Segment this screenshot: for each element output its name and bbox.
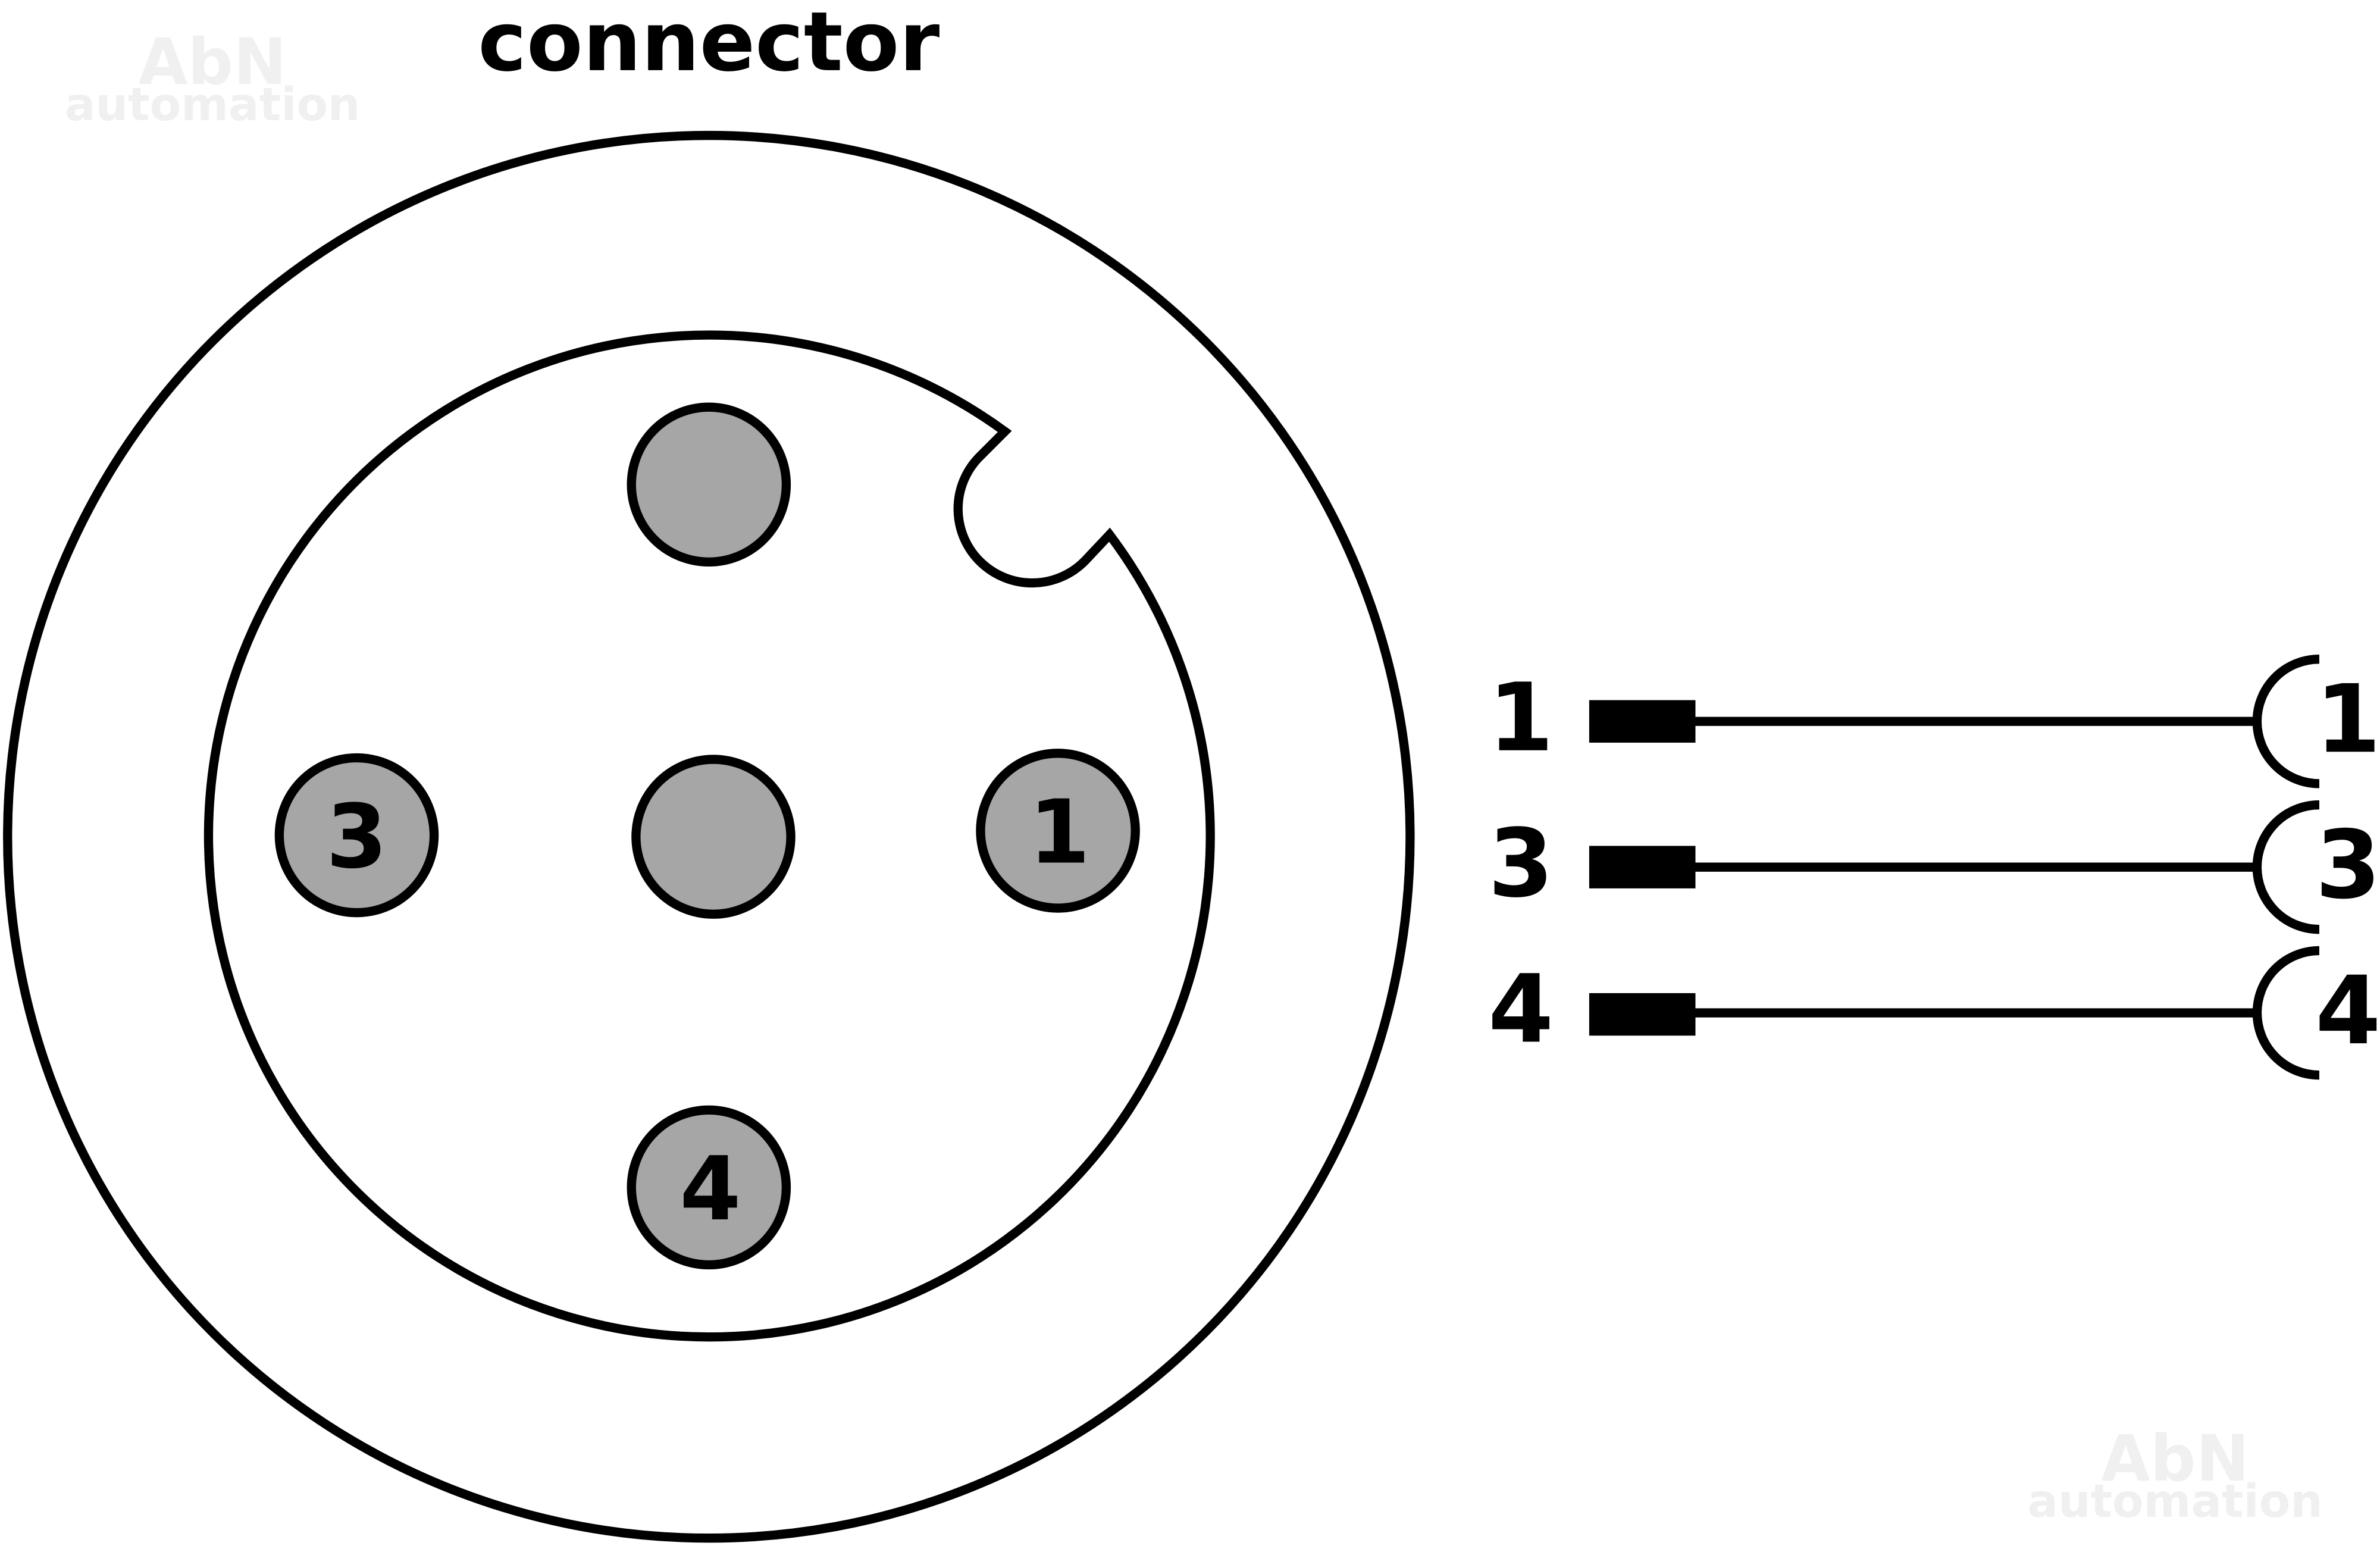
wire-start-label: 4 [1488,955,1554,1065]
wire-start-label: 3 [1488,809,1554,919]
pin-circle [274,753,439,918]
watermark-logo-text: AbN [139,26,287,99]
watermark-logo-text: AbN [2101,1422,2249,1496]
plug-contact [1589,700,1696,743]
connector-insert-outline [203,330,1215,1342]
pin-top [627,402,791,567]
wiring-row-1: 1 1 [1488,655,2380,788]
wire-end-label: 1 [2315,665,2380,774]
pin-1: 1 [976,749,1140,913]
wire-end-label: 3 [2315,811,2380,920]
watermark-brand-text: automation [65,79,360,132]
plug-contact [1589,846,1696,888]
pin-3: 3 [274,753,439,918]
socket-contact-arc [2252,946,2319,1080]
pin-circle [627,402,791,567]
pin-circle [627,1105,791,1270]
socket-contact-arc [2252,800,2319,934]
pin-number-label: 4 [679,1138,741,1240]
wire-start-label: 1 [1488,664,1554,773]
watermark-bottom-right: AbN automation [2027,1422,2322,1528]
connector-outer-ring [3,130,1415,1543]
pin-circle [976,749,1140,913]
pin-circle [631,755,796,919]
wiring-row-4: 4 4 [1488,946,2380,1080]
wiring-row-3: 3 3 [1488,800,2380,934]
diagram-title: connector [478,0,940,90]
watermark-top-left: AbN automation [65,26,360,132]
pin-number-label: 3 [326,786,387,888]
plug-contact [1589,993,1696,1036]
pin-4: 4 [627,1105,791,1270]
socket-contact-arc [2252,655,2319,788]
wire-end-label: 4 [2315,956,2380,1066]
watermark-brand-text: automation [2027,1475,2322,1528]
pin-center [631,755,796,919]
pin-number-label: 1 [1029,781,1090,884]
